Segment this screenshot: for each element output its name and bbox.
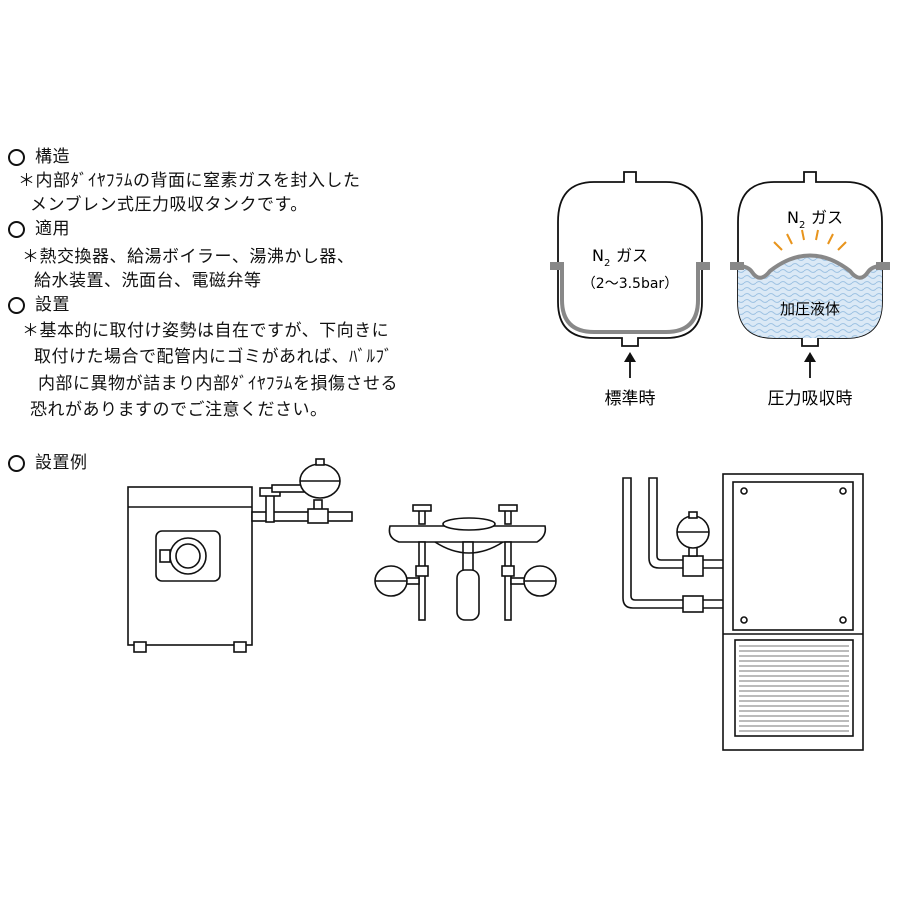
example-washbasin-illustration	[374, 504, 557, 621]
heading-text: 適用	[35, 219, 70, 239]
application-line-2: 給水装置、洗面台、電磁弁等	[34, 271, 262, 291]
tank-absorb-gas-label: ガス	[811, 208, 843, 227]
tank-absorb-flange-left	[730, 262, 744, 270]
circle-bullet-icon	[8, 148, 25, 166]
application-line-1: ＊熱交換器、給湯ボイラー、湯沸かし器、	[22, 247, 355, 267]
structure-line-2: メンブレン式圧力吸収タンクです。	[30, 195, 308, 215]
tank-standard-flange-left	[550, 262, 564, 270]
installation-line-2: 取付けた場合で配管内にゴミがあれば、ﾊﾞﾙﾌﾞ	[34, 347, 393, 367]
heading-installation: 設置	[8, 294, 70, 316]
heading-example: 設置例	[8, 452, 88, 474]
installation-line-1: ＊基本的に取付け姿勢は自在ですが、下向きに	[22, 321, 390, 341]
installation-line-4: 恐れがありますのでご注意ください。	[30, 400, 328, 420]
tank-standard-gas-label: ガス	[616, 246, 648, 265]
pressure-rays-icon	[773, 229, 847, 251]
tank-standard-pressure: （2～3.5bar）	[582, 276, 678, 292]
installation-line-3: 内部に異物が詰まり内部ﾀﾞｲﾔﾌﾗﾑを損傷させる	[38, 374, 398, 394]
heading-text: 設置	[35, 295, 70, 315]
tank-absorb-liquid-label: 加圧液体	[780, 300, 840, 318]
tank-standard-diagram: N 2 ガス （2～3.5bar） 標準時	[550, 171, 710, 409]
heading-text: 構造	[35, 147, 70, 167]
structure-line-1: ＊内部ﾀﾞｲﾔﾌﾗﾑの背面に窒素ガスを封入した	[18, 171, 361, 191]
tank-standard-diaphragm	[560, 266, 700, 334]
tank-absorb-caption: 圧力吸収時	[768, 389, 853, 409]
tank-absorb-diagram: N 2 ガス 加圧液体 圧力吸収時	[730, 171, 890, 409]
circle-bullet-icon	[8, 296, 25, 314]
tank-standard-gas-sub: 2	[604, 258, 610, 269]
vent-grille	[739, 645, 849, 732]
heading-structure: 構造	[8, 146, 70, 168]
tank-standard-caption: 標準時	[605, 389, 656, 409]
tank-absorb-flange-right	[876, 262, 890, 270]
tank-standard-body	[557, 171, 703, 347]
tank-absorb-diaphragm	[737, 253, 883, 280]
heading-text: 設置例	[35, 453, 88, 473]
tank-standard-flange-right	[696, 262, 710, 270]
circle-bullet-icon	[8, 454, 25, 472]
circle-bullet-icon	[8, 220, 25, 238]
tank-standard-gas-n: N	[592, 246, 604, 265]
example-boiler-illustration	[127, 458, 353, 653]
tank-absorb-gas-n: N	[787, 208, 799, 227]
example-heater-illustration	[622, 473, 864, 751]
heading-application: 適用	[8, 218, 70, 240]
tank-absorb-gas-sub: 2	[799, 220, 805, 231]
